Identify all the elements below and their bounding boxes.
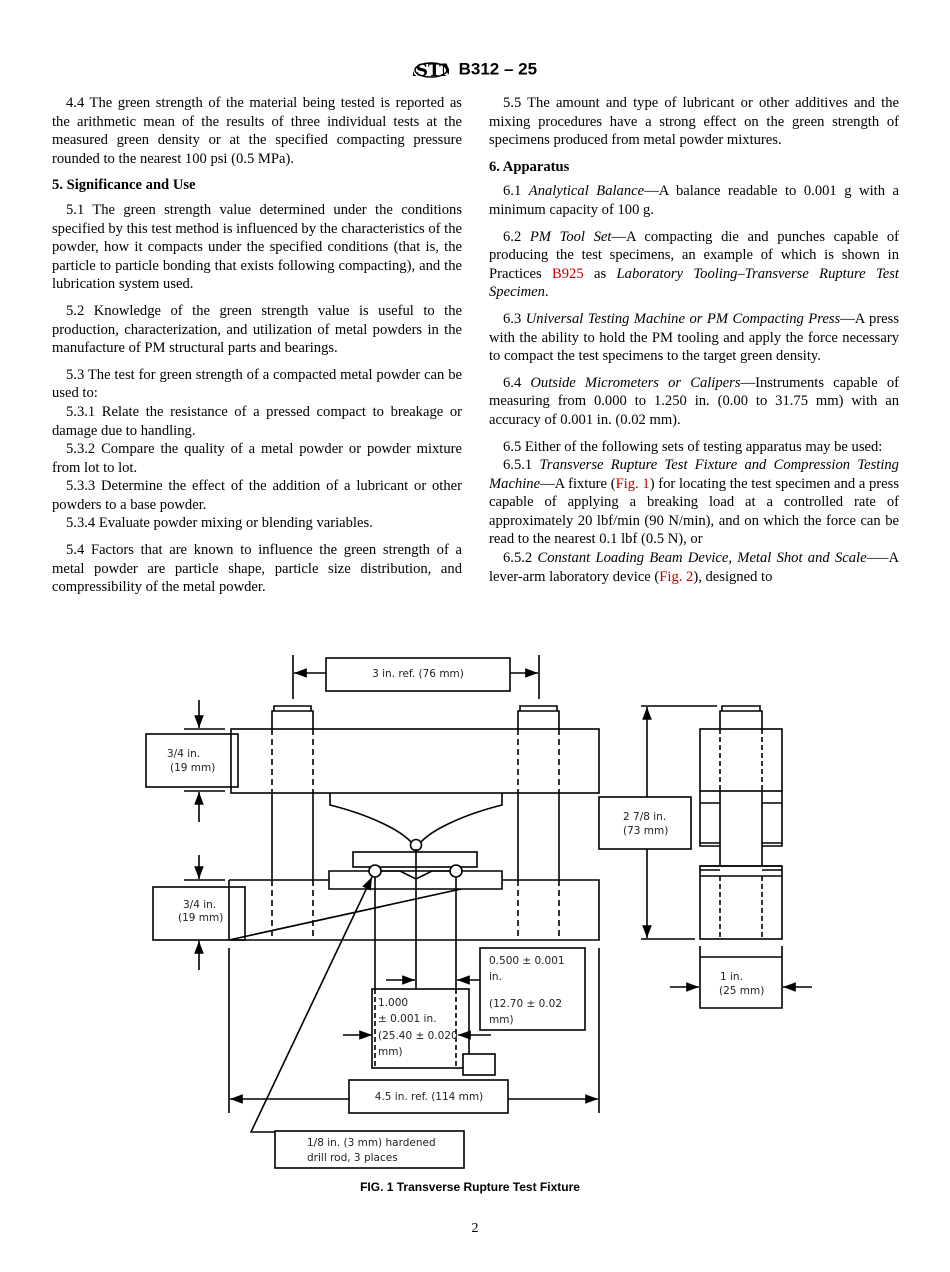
para-title: Constant Loading Beam Device, Metal Shot…	[537, 550, 867, 567]
rod-note-box	[274, 1130, 465, 1169]
para-5-4: 5.4 Factors that are known to influence …	[52, 542, 462, 596]
para-number: 6.5.2	[503, 550, 538, 567]
dim-lower-label-2: (19 mm)	[178, 912, 223, 924]
upper-block	[230, 728, 600, 794]
para-number: 6.2	[503, 228, 530, 245]
para-text: —Instruments capable of measuring from 0…	[489, 374, 900, 428]
link-b925[interactable]: B925	[552, 265, 584, 282]
para-text: as	[583, 265, 617, 282]
section-heading-5: 5. Significance and Use	[52, 177, 196, 194]
dim-box-top	[325, 657, 511, 692]
specimen	[352, 851, 478, 868]
para-6-5-2: 6.5.2 Constant Loading Beam Device, Meta…	[489, 549, 899, 586]
astm-logo-icon: ASTM	[413, 61, 449, 81]
dim-box-height	[598, 796, 692, 850]
left-column: 4.4 The green strength of the material b…	[52, 94, 462, 605]
para-number: 6.1	[503, 183, 529, 200]
dim-width-label-2: ± 0.001 in.	[378, 1013, 436, 1025]
para-number: 6.5.1	[503, 457, 540, 474]
para-text: ) for locating the test specimen and a p…	[489, 475, 900, 548]
rod-note-line-1: 1/8 in. (3 mm) hardened	[307, 1137, 436, 1149]
dim-box-lower	[152, 886, 246, 941]
figure-caption: FIG. 1 Transverse Rupture Test Fixture	[360, 1180, 580, 1194]
para-text: —A balance readable to 0.001 g with a mi…	[489, 183, 900, 218]
page-header: ASTM B312 – 25	[0, 56, 950, 84]
para-title: Transverse Rupture Test Fixture and Comp…	[489, 457, 899, 492]
dim-lower-label-1: 3/4 in.	[183, 899, 216, 911]
dim-span-label-3: (12.70 ± 0.02	[489, 998, 562, 1010]
para-text: .	[544, 284, 549, 301]
para-5-1: 5.1 The green strength value determined …	[52, 201, 462, 293]
para-title: Outside Micrometers or Calipers	[530, 374, 741, 391]
para-5-3-4: 5.3.4 Evaluate powder mixing or blending…	[66, 515, 373, 532]
para-6-5-1: 6.5.1 Transverse Rupture Test Fixture an…	[489, 456, 899, 549]
para-reference-title: Laboratory Tooling–Transverse Rupture Te…	[489, 265, 899, 301]
para-title: Universal Testing Machine or PM Compacti…	[525, 310, 841, 327]
section-heading-6: 6. Apparatus	[489, 158, 570, 175]
dim-overall-label: 4.5 in. ref. (114 mm)	[375, 1091, 483, 1103]
para-6-3: 6.3 Universal Testing Machine or PM Comp…	[489, 310, 899, 366]
dim-span-label-2: in.	[489, 971, 502, 983]
dim-width-label-1: 1.000	[378, 997, 408, 1009]
para-title: PM Tool Set	[529, 228, 612, 245]
para-5-3-1: 5.3.1 Relate the resistance of a pressed…	[52, 403, 462, 439]
dim-upper-label-1: 3/4 in.	[167, 748, 200, 760]
para-5-5: 5.5 The amount and type of lubricant or …	[489, 95, 899, 149]
para-number: 6.4	[503, 374, 531, 391]
para-5-3-3: 5.3.3 Determine the effect of the additi…	[52, 478, 462, 513]
rod-note-line-2: drill rod, 3 places	[307, 1152, 398, 1164]
dim-box-span	[479, 947, 586, 1031]
dim-box-width	[371, 988, 470, 1069]
para-text: —A press with the ability to hold the PM…	[489, 310, 900, 365]
dim-width-label-4: mm)	[378, 1046, 403, 1058]
para-5-3: 5.3 The test for green strength of a com…	[52, 366, 462, 402]
para-5-2: 5.2 Knowledge of the green strength valu…	[52, 302, 462, 357]
dim-height-label-2: (73 mm)	[623, 825, 668, 837]
dim-top-label: 3 in. ref. (76 mm)	[372, 668, 464, 680]
para-number: 6.3	[503, 310, 526, 327]
dim-span-label-1: 0.500 ± 0.001	[489, 955, 565, 967]
para-text: —A fixture (	[540, 475, 616, 492]
page-number: 2	[471, 1221, 479, 1236]
para-text: —A compacting die and punches capable of…	[489, 228, 899, 282]
para-6-4: 6.4 Outside Micrometers or Calipers—Inst…	[489, 374, 899, 430]
para-6-1: 6.1 Analytical Balance—A balance readabl…	[489, 182, 899, 219]
standard-designation: B312 – 25	[458, 59, 538, 79]
dim-span-label-4: mm)	[489, 1014, 514, 1026]
link-fig-1[interactable]: Fig. 1	[615, 475, 650, 492]
dim-depth-label-2: (25 mm)	[719, 985, 764, 997]
dim-box-overall	[348, 1079, 509, 1114]
para-5-3-2: 5.3.2 Compare the quality of a metal pow…	[52, 441, 462, 476]
dim-depth-label-1: 1 in.	[720, 971, 743, 983]
link-fig-2[interactable]: Fig. 2	[659, 568, 694, 585]
para-text: ), designed to	[693, 568, 773, 585]
dim-width-label-3: (25.40 ± 0.020	[378, 1030, 458, 1042]
para-6-2: 6.2 PM Tool Set—A compacting die and pun…	[489, 228, 899, 302]
svg-text:ASTM: ASTM	[413, 61, 449, 81]
dim-box-upper	[145, 733, 239, 788]
para-6-5: 6.5 Either of the following sets of test…	[503, 438, 883, 455]
dim-height-label-1: 2 7/8 in.	[623, 811, 666, 823]
para-title: Analytical Balance	[528, 183, 645, 200]
dim-upper-label-2: (19 mm)	[170, 762, 215, 774]
right-column: 5.5 The amount and type of lubricant or …	[489, 94, 899, 586]
para-text: —–A lever-arm laboratory device (	[489, 550, 900, 585]
para-4-4: 4.4 The green strength of the material b…	[52, 95, 462, 167]
